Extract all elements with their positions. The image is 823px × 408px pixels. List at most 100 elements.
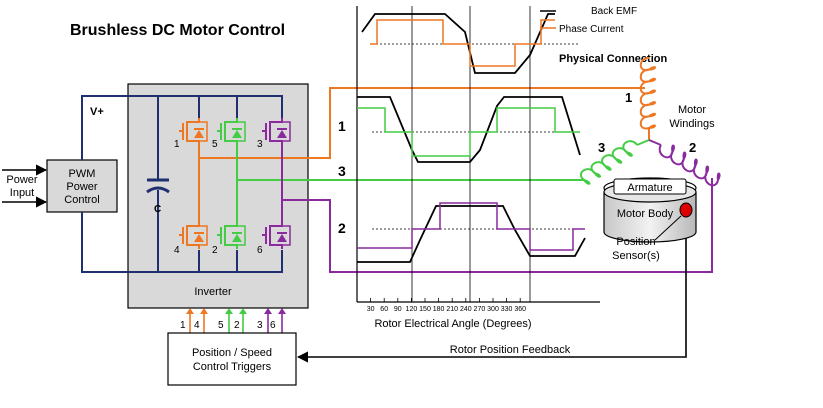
- capacitor-label: C: [154, 204, 161, 215]
- dc-rails: [81, 95, 283, 273]
- tick-label: 90: [394, 306, 402, 313]
- tick-label: 330: [501, 306, 513, 313]
- svg-text:3: 3: [257, 139, 263, 150]
- armature-label: Armature: [627, 182, 672, 194]
- tick-label: 30: [367, 306, 375, 313]
- igbt-switch: [179, 222, 208, 249]
- svg-text:4: 4: [174, 245, 180, 256]
- position-sensor-label: Position Sensor(s): [612, 236, 660, 262]
- svg-text:Control: Control: [64, 194, 99, 206]
- svg-text:Input: Input: [10, 187, 34, 199]
- phase3-number: 3: [338, 163, 346, 179]
- svg-text:Power: Power: [66, 181, 98, 193]
- winding-3-tail: [636, 139, 650, 146]
- trigger-arrowhead: [264, 308, 272, 314]
- phase2-number: 2: [338, 220, 346, 236]
- trigger-arrowhead: [186, 308, 194, 314]
- winding1-number: 1: [625, 90, 632, 105]
- svg-text:2: 2: [234, 320, 240, 331]
- feedback-label: Rotor Position Feedback: [450, 344, 571, 356]
- axis-title: Rotor Electrical Angle (Degrees): [374, 318, 531, 330]
- svg-text:5: 5: [212, 139, 218, 150]
- v-plus-label: V+: [90, 106, 104, 118]
- svg-text:Position: Position: [616, 236, 655, 248]
- tick-label: 300: [487, 306, 499, 313]
- tick-label: 120: [406, 306, 418, 313]
- diode-icon: [194, 130, 204, 138]
- armature-tag: [613, 178, 687, 195]
- igbt-switch: [217, 118, 246, 145]
- tick-label: 150: [419, 306, 431, 313]
- phase-wires: [198, 87, 713, 273]
- phase1-output-wire: [199, 87, 630, 159]
- inverter-label: Inverter: [194, 286, 232, 298]
- winding2-number: 2: [689, 140, 696, 155]
- igbt-switch: [179, 118, 208, 145]
- tick-label: 210: [446, 306, 458, 313]
- pwm-block-label: PWM Power Control: [64, 168, 99, 206]
- waveform-legend: Back EMF Phase Current: [540, 6, 637, 35]
- diode-icon: [232, 130, 242, 138]
- phase1-number: 1: [338, 118, 346, 134]
- trigger-numbers: 1 4 5 2 3 6: [180, 320, 276, 331]
- svg-text:3: 3: [257, 320, 263, 331]
- capacitor: [146, 178, 170, 194]
- winding-2-tail: [648, 139, 662, 146]
- legend-back-emf: Back EMF: [591, 6, 637, 17]
- trigger-arrowhead: [200, 308, 208, 314]
- rotor-position-feedback-line: [296, 212, 687, 363]
- svg-text:Motor: Motor: [678, 104, 706, 116]
- diode-icon: [194, 234, 204, 242]
- phase2-output-wire: [282, 178, 713, 273]
- phase3-current: [357, 107, 580, 157]
- phase1-current: [370, 19, 555, 67]
- igbt-switch: [262, 222, 291, 249]
- diode-icon: [232, 234, 242, 242]
- waveform-panel: [356, 6, 600, 303]
- diode-icon: [277, 130, 287, 138]
- winding-3-coil: [579, 140, 638, 185]
- tick-label: 270: [474, 306, 486, 313]
- igbt-switch: [217, 222, 246, 249]
- trigger-arrowhead: [225, 308, 233, 314]
- switch-group: [179, 118, 291, 249]
- position-speed-control-block: [167, 332, 297, 386]
- position-sensor-pointer: [654, 215, 682, 241]
- tick-label: 180: [433, 306, 445, 313]
- svg-text:PWM: PWM: [69, 168, 96, 180]
- legend-phase-current: Phase Current: [559, 24, 624, 35]
- physical-connection-label: Physical Connection: [559, 53, 667, 65]
- motor-windings: [579, 57, 721, 187]
- svg-text:Sensor(s): Sensor(s): [612, 250, 660, 262]
- pwm-power-control-block: [46, 159, 118, 213]
- diode-icon: [277, 234, 287, 242]
- motor-windings-label: Motor Windings: [669, 104, 715, 130]
- power-input-label: Power Input: [6, 174, 38, 199]
- tick-label: 360: [514, 306, 526, 313]
- svg-text:Power: Power: [6, 174, 38, 186]
- svg-text:1: 1: [174, 139, 180, 150]
- winding3-number: 3: [598, 140, 605, 155]
- svg-text:1: 1: [180, 320, 186, 331]
- svg-text:Windings: Windings: [669, 118, 715, 130]
- phase2-back-emf: [357, 205, 586, 263]
- phase2-current: [357, 202, 585, 251]
- control-block-label: Position / Speed Control Triggers: [192, 347, 272, 373]
- svg-text:5: 5: [218, 320, 224, 331]
- waveforms: [357, 13, 586, 263]
- svg-text:6: 6: [270, 320, 276, 331]
- winding-2-coil: [658, 144, 721, 187]
- phase3-back-emf: [357, 96, 581, 163]
- diagram-title: Brushless DC Motor Control: [70, 22, 285, 39]
- position-sensor-dot: [679, 202, 693, 218]
- svg-text:6: 6: [257, 245, 263, 256]
- svg-text:2: 2: [212, 245, 218, 256]
- switch-numbers: 1 5 3 4 2 6: [174, 139, 263, 256]
- tick-label: 60: [380, 306, 388, 313]
- svg-text:Position / Speed: Position / Speed: [192, 347, 272, 359]
- motor-body: [603, 177, 697, 243]
- winding-1-coil: [639, 57, 656, 130]
- trigger-arrowhead: [239, 308, 247, 314]
